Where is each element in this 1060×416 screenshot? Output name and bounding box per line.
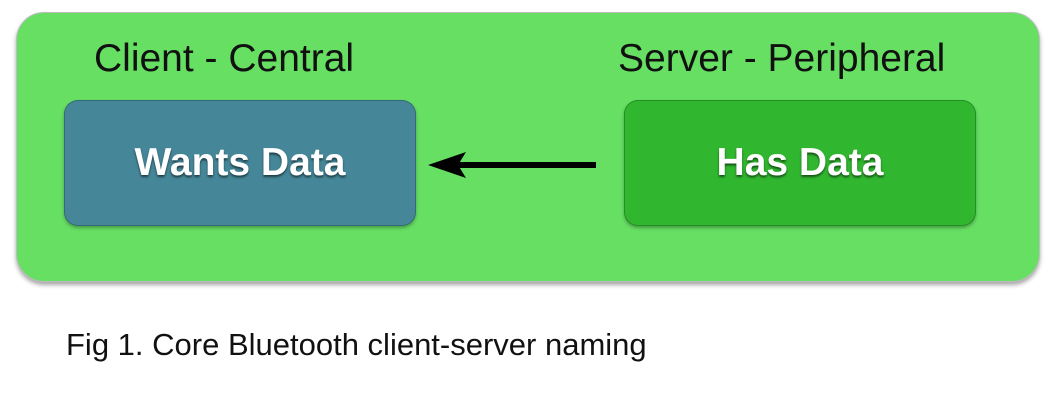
figure-caption: Fig 1. Core Bluetooth client-server nami… xyxy=(66,327,647,362)
client-role-label: Client - Central xyxy=(94,37,355,80)
server-role-label: Server - Peripheral xyxy=(618,37,946,80)
arrow-head xyxy=(428,152,466,178)
client-box-label: Wants Data xyxy=(134,141,346,184)
client-box: Wants Data xyxy=(64,100,416,226)
data-flow-arrow xyxy=(428,152,596,178)
server-box: Has Data xyxy=(624,100,976,226)
server-box-label: Has Data xyxy=(716,141,884,184)
